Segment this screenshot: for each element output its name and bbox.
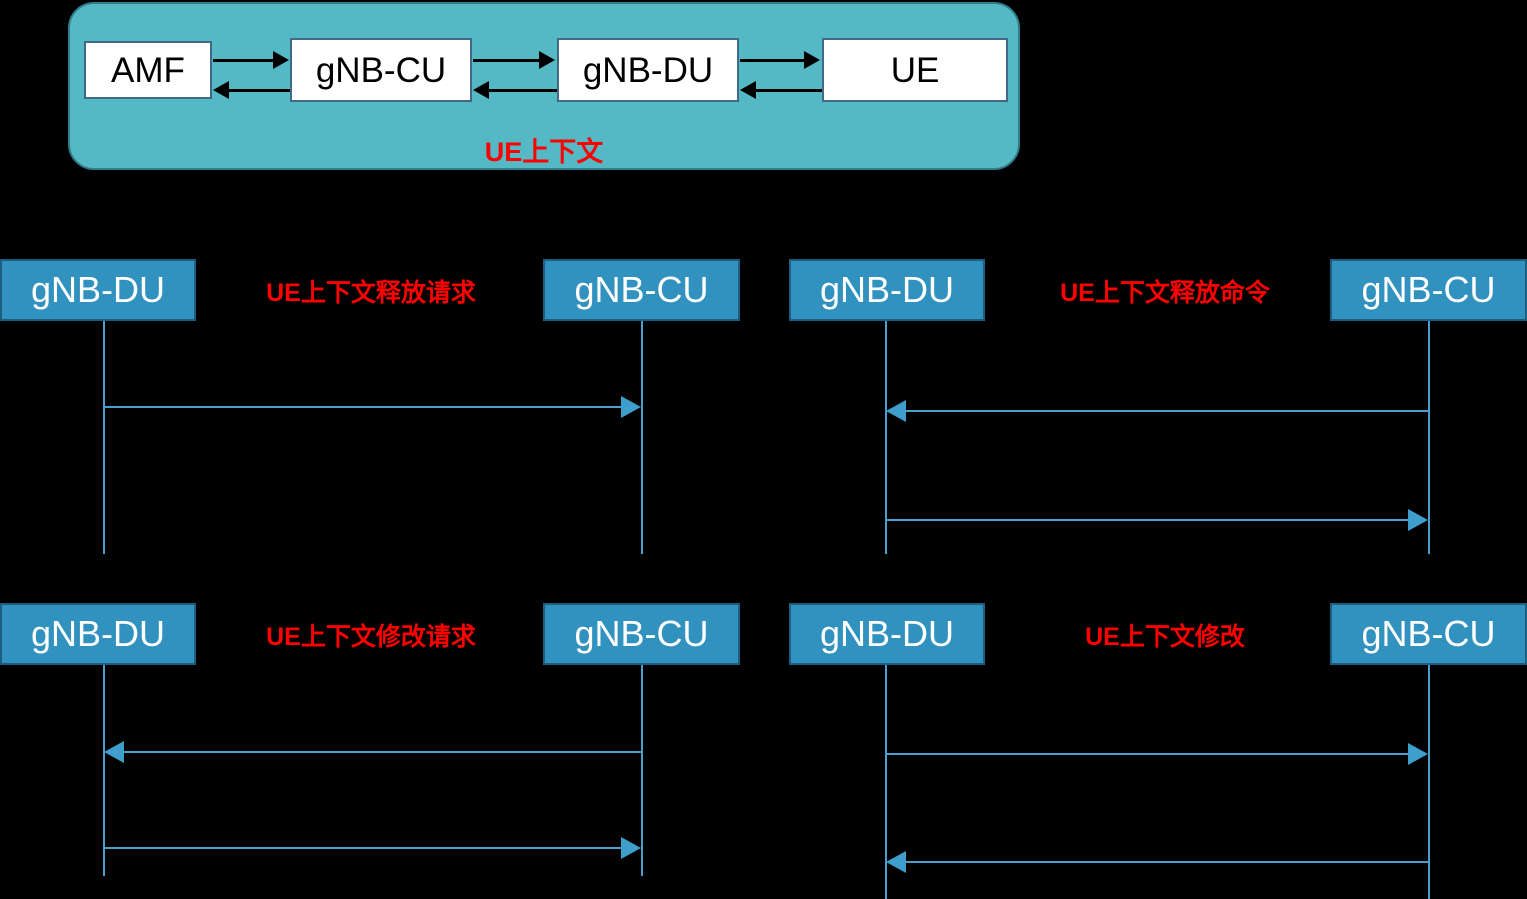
actor-label-gnb-cu: gNB-CU: [574, 269, 709, 310]
actor-box-gnb-cu-right[interactable]: gNB-CU: [1330, 603, 1527, 665]
actor-box-gnb-du-left[interactable]: gNB-DU: [789, 259, 985, 321]
connector-amf-to-gnbcu-line: [213, 59, 275, 62]
message-line-2: [886, 519, 1409, 521]
node-label-amf: AMF: [111, 50, 185, 90]
sequence-title-modification-request: UE上下文修改请求: [266, 623, 476, 651]
connector-gnbcu-to-gnbdu-arrowhead: [539, 51, 555, 69]
message-arrowhead-1: [621, 396, 641, 418]
actor-label-gnb-cu: gNB-CU: [1361, 269, 1496, 310]
connector-ue-to-gnbdu-arrowhead: [740, 81, 756, 99]
actor-box-gnb-cu-right[interactable]: gNB-CU: [543, 259, 740, 321]
actor-box-gnb-du-left[interactable]: gNB-DU: [789, 603, 985, 665]
sequence-ue-context-modification-request: gNB-DU UE上下文修改请求 gNB-CU: [0, 603, 760, 899]
lifeline-gnb-du: [103, 321, 105, 554]
connector-amf-to-gnbcu-arrowhead: [273, 51, 289, 69]
message-line-1: [124, 751, 642, 753]
sequence-title-release-command: UE上下文释放命令: [1060, 279, 1270, 307]
lifeline-gnb-du: [885, 665, 887, 899]
sequence-ue-context-release-request: gNB-DU UE上下文释放请求 gNB-CU: [0, 259, 760, 559]
connector-gnbdu-to-ue-arrowhead: [804, 51, 820, 69]
sequence-title-release-request: UE上下文释放请求: [266, 279, 476, 307]
actor-box-gnb-du-left[interactable]: gNB-DU: [0, 259, 196, 321]
lifeline-gnb-cu: [1428, 321, 1430, 554]
message-arrowhead-2: [1408, 509, 1428, 531]
node-box-gnb-cu: gNB-CU: [290, 38, 472, 102]
message-arrowhead-1: [1408, 743, 1428, 765]
lifeline-gnb-cu: [1428, 665, 1430, 899]
message-line-1: [906, 410, 1429, 412]
ue-context-caption: UE上下文: [484, 137, 604, 167]
message-arrowhead-1: [104, 741, 124, 763]
actor-label-gnb-du: gNB-DU: [819, 269, 954, 310]
ue-context-overview-panel: AMF gNB-CU gNB-DU UE UE上下文: [68, 2, 1020, 170]
lifeline-gnb-cu: [641, 665, 643, 876]
actor-label-gnb-cu: gNB-CU: [574, 613, 709, 654]
message-line-1: [886, 753, 1409, 755]
connector-gnbcu-to-gnbdu-line: [473, 59, 541, 62]
sequence-ue-context-modification: gNB-DU UE上下文修改 gNB-CU: [789, 603, 1527, 899]
actor-label-gnb-du: gNB-DU: [819, 613, 954, 654]
lifeline-gnb-du: [885, 321, 887, 554]
message-arrowhead-2: [621, 837, 641, 859]
actor-box-gnb-cu-right[interactable]: gNB-CU: [1330, 259, 1527, 321]
actor-label-gnb-cu: gNB-CU: [1361, 613, 1496, 654]
node-box-amf: AMF: [84, 41, 212, 99]
node-box-ue: UE: [822, 38, 1008, 102]
actor-box-gnb-du-left[interactable]: gNB-DU: [0, 603, 196, 665]
actor-label-gnb-du: gNB-DU: [30, 269, 165, 310]
sequence-ue-context-release-command: gNB-DU UE上下文释放命令 gNB-CU: [789, 259, 1527, 559]
connector-gnbcu-to-amf-arrowhead: [213, 81, 229, 99]
message-arrowhead-2: [886, 851, 906, 873]
lifeline-gnb-du: [103, 665, 105, 876]
connector-gnbdu-to-gnbcu-line: [488, 89, 557, 92]
actor-box-gnb-cu-right[interactable]: gNB-CU: [543, 603, 740, 665]
node-label-ue: UE: [890, 50, 940, 90]
connector-gnbdu-to-gnbcu-arrowhead: [473, 81, 489, 99]
node-box-gnb-du: gNB-DU: [557, 38, 739, 102]
connector-gnbdu-to-ue-line: [740, 59, 806, 62]
node-label-gnb-cu: gNB-CU: [315, 50, 447, 90]
lifeline-gnb-cu: [641, 321, 643, 554]
message-arrowhead-1: [886, 400, 906, 422]
message-line-2: [104, 847, 622, 849]
connector-ue-to-gnbdu-line: [755, 89, 822, 92]
actor-label-gnb-du: gNB-DU: [30, 613, 165, 654]
connector-gnbcu-to-amf-line: [228, 89, 290, 92]
node-label-gnb-du: gNB-DU: [582, 50, 714, 90]
sequence-title-modification: UE上下文修改: [1085, 623, 1245, 651]
message-line-2: [906, 861, 1429, 863]
message-line-1: [104, 406, 622, 408]
